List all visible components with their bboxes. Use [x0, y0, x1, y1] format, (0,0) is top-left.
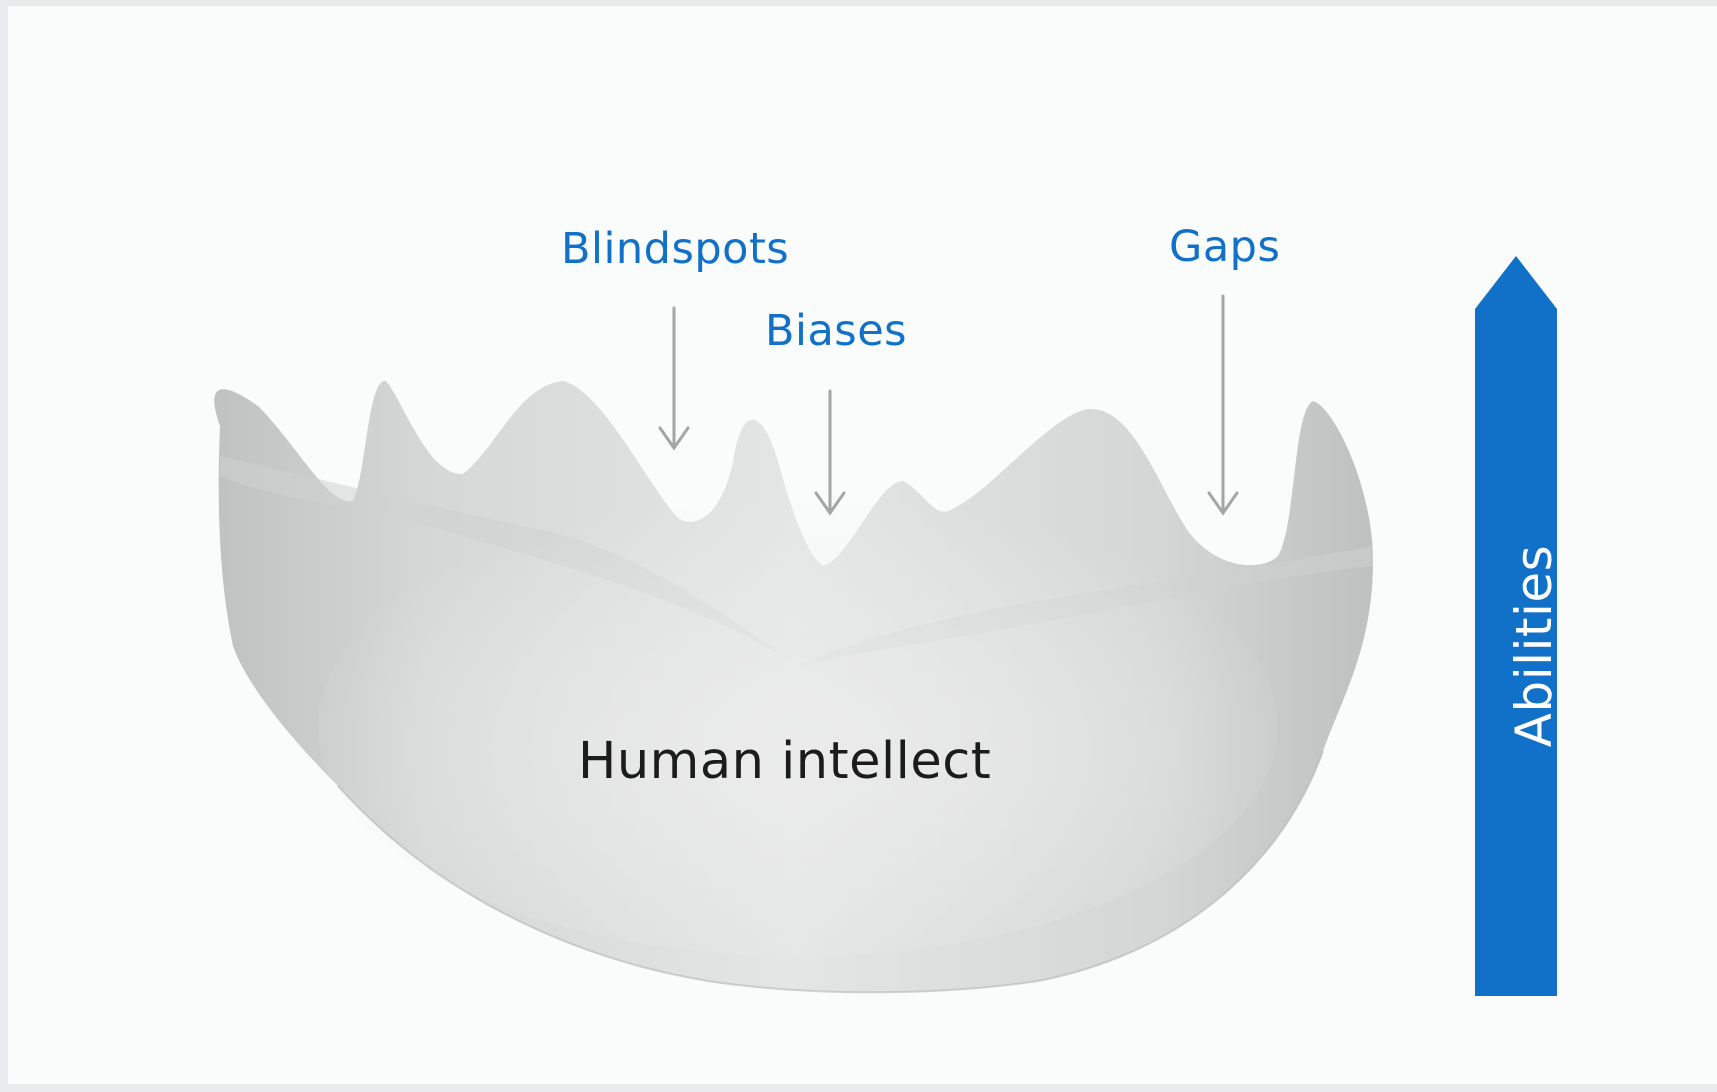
gaps-pointer-arrow — [1209, 296, 1237, 513]
blindspots-label: Blindspots — [561, 228, 789, 271]
intellect-diagram — [8, 6, 1717, 1084]
biases-pointer-arrow — [816, 391, 844, 513]
gaps-label: Gaps — [1169, 226, 1280, 269]
human-intellect-label: Human intellect — [578, 736, 991, 787]
bowl-highlight — [318, 496, 1278, 956]
biases-label: Biases — [765, 310, 907, 353]
blindspots-pointer-arrow — [660, 308, 688, 448]
slide-canvas: Blindspots Biases Gaps Human intellect A… — [8, 6, 1717, 1084]
abilities-label: Abilities — [1509, 545, 1559, 747]
